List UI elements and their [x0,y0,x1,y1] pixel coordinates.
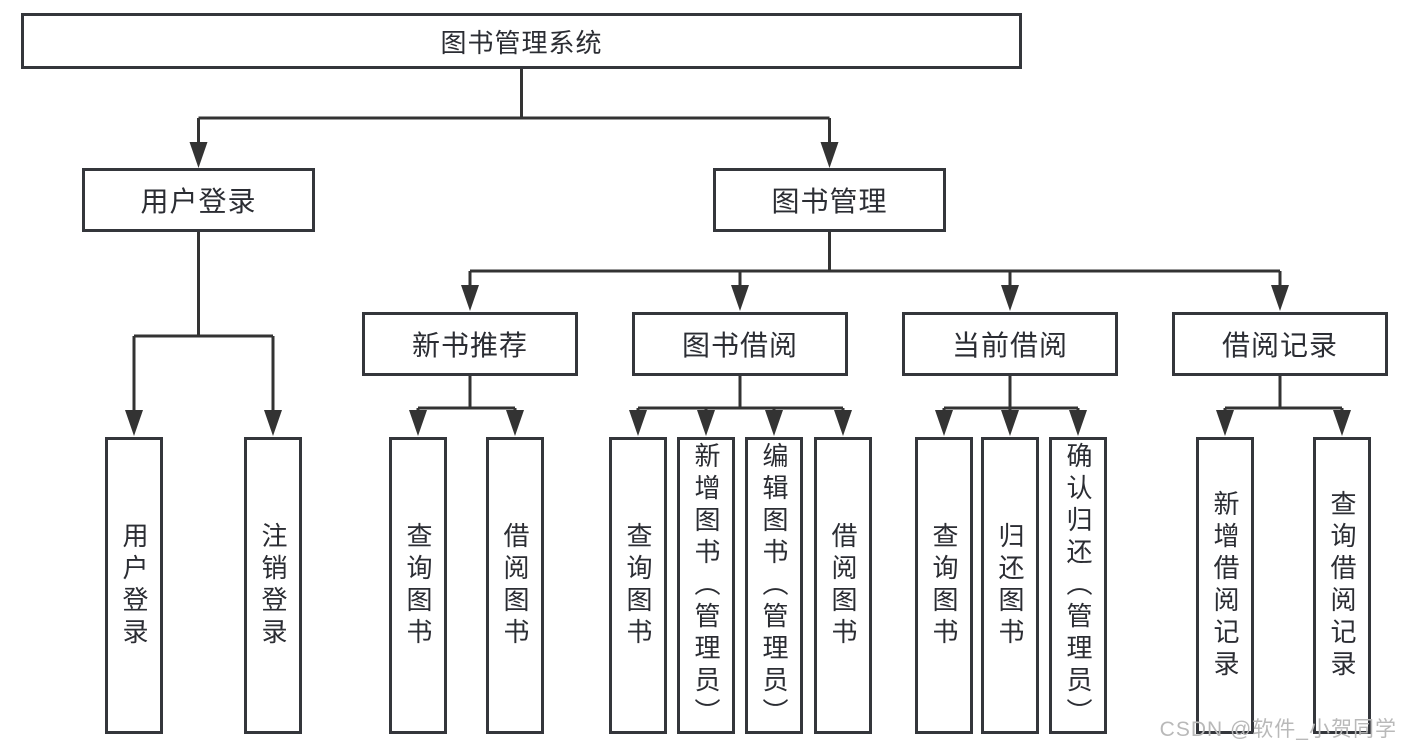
node-book-management: 图书管理 [713,168,946,232]
leaf-add-borrow-record: 新增借阅记录 [1196,437,1254,734]
leaf-return-books: 归还图书 [981,437,1039,734]
csdn-watermark: CSDN @软件_小贺同学 [1159,718,1397,741]
leaf-query-borrow-record: 查询借阅记录 [1313,437,1371,734]
node-user-login: 用户登录 [82,168,315,232]
node-book-borrowing: 图书借阅 [632,312,848,376]
leaf-borrow-books-recommend: 借阅图书 [486,437,544,734]
arrowheads [125,142,1351,436]
node-current-borrowing: 当前借阅 [902,312,1118,376]
leaf-add-books-admin: 新增图书（管理员） [677,437,735,734]
leaf-user-login: 用户登录 [105,437,163,734]
node-book-management-system: 图书管理系统 [21,13,1022,69]
node-new-book-recommend: 新书推荐 [362,312,578,376]
leaf-query-books-borrowing: 查询图书 [609,437,667,734]
node-borrowing-records: 借阅记录 [1172,312,1388,376]
leaf-logout: 注销登录 [244,437,302,734]
leaf-borrow-books-borrowing: 借阅图书 [814,437,872,734]
leaf-edit-books-admin: 编辑图书（管理员） [745,437,803,734]
leaf-query-books-current: 查询图书 [915,437,973,734]
leaf-query-books-recommend: 查询图书 [389,437,447,734]
leaf-confirm-return-admin: 确认归还（管理员） [1049,437,1107,734]
